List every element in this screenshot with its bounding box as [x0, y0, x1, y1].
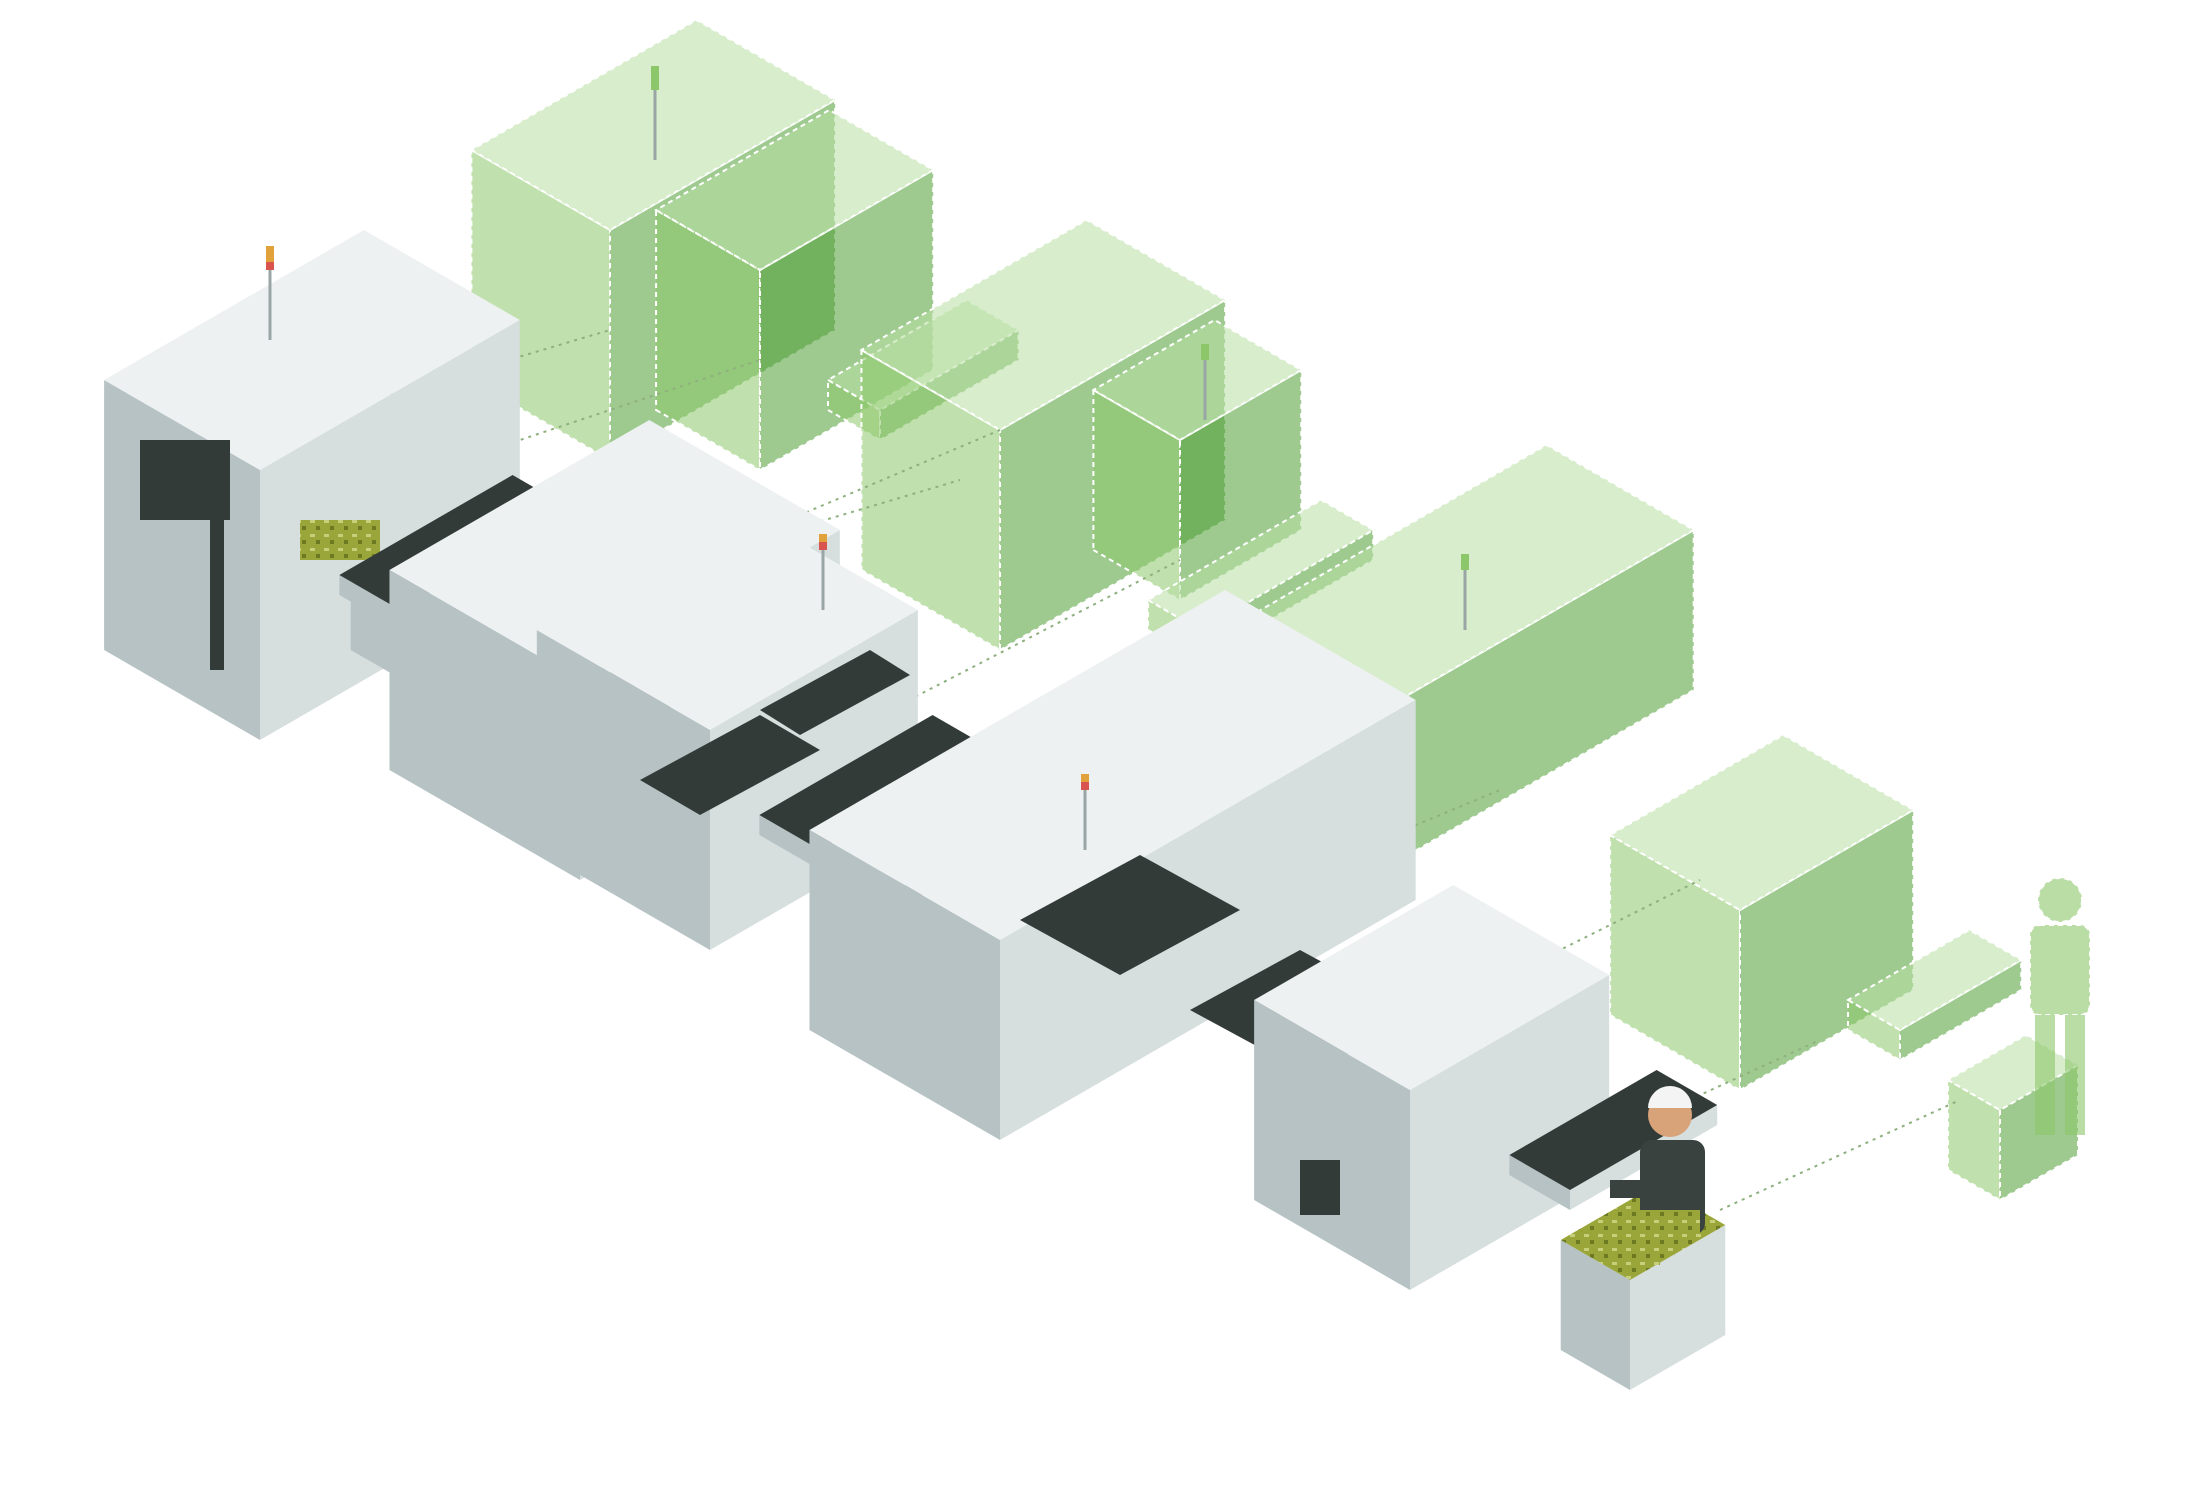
tower-light: [1461, 562, 1469, 570]
tower-light: [819, 542, 827, 550]
box-left-face: [389, 570, 580, 880]
box-top-face: [654, 108, 936, 272]
signal-tower-icon: [819, 534, 827, 610]
signal-tower-icon: [266, 246, 274, 340]
tower-light: [651, 82, 659, 90]
ghost-cart-icon: [1946, 1033, 2080, 1202]
tower-light: [1201, 344, 1209, 352]
box-left-face: [809, 830, 1000, 1140]
mounter-cover: [760, 650, 910, 735]
box-top-face: [104, 230, 520, 470]
connector-line: [1719, 1099, 1961, 1211]
pcb-board-icon: [1630, 1210, 1700, 1238]
ghost-printer-core: [654, 108, 936, 472]
tower-light: [651, 66, 659, 74]
pcb-board-icon: [1620, 1240, 1660, 1265]
tower-light: [1201, 352, 1209, 360]
box-left-face: [339, 575, 400, 630]
ghost-inspection: [1608, 733, 1916, 1092]
box-left-face: [536, 630, 710, 950]
inspection-machine: [1254, 885, 1610, 1290]
box-left-face: [1509, 1155, 1570, 1210]
box-top-face: [1254, 885, 1610, 1090]
box-left-face: [759, 815, 820, 870]
monitor-icon: [1300, 1160, 1340, 1215]
box-top-face: [1846, 928, 2024, 1032]
mounter-cover: [640, 715, 820, 815]
ghost-leg: [2035, 1015, 2055, 1135]
tower-light: [1461, 554, 1469, 562]
box-left-face: [1560, 1240, 1630, 1390]
box-top-face: [1608, 733, 1916, 912]
box-front-face: [1630, 1225, 1726, 1390]
oven-cover: [1020, 855, 1240, 975]
tower-light: [266, 246, 274, 254]
box-left-face: [1847, 998, 1901, 1062]
operator-arm: [1610, 1180, 1670, 1198]
signal-tower-icon: [651, 66, 659, 160]
signal-tower-icon: [1461, 554, 1469, 630]
box-top-face: [809, 590, 1416, 940]
pcb-board-icon: [300, 520, 380, 560]
real-production-line: [104, 230, 1726, 1390]
box-left-face: [1254, 1000, 1410, 1290]
tower-light: [266, 262, 274, 270]
box-top-face: [469, 18, 838, 232]
box-left-face: [1092, 388, 1181, 602]
operator-helmet: [1648, 1086, 1692, 1108]
ghost-conveyor: [1846, 928, 2024, 1062]
box-left-face: [1609, 833, 1741, 1092]
box-front-face: [1899, 958, 2023, 1062]
operator-icon: [1610, 1086, 1705, 1238]
box-top-face: [859, 218, 1228, 432]
operator-icon: [2029, 877, 2091, 1135]
tower-light: [1081, 782, 1089, 790]
ghost-head: [2037, 877, 2083, 923]
tower-light: [819, 534, 827, 542]
box-left-face: [1947, 1078, 2001, 1202]
ghost-body: [2029, 924, 2091, 1016]
box-top-face: [1091, 318, 1304, 442]
printer-door-trim: [210, 500, 224, 670]
connector-line: [879, 559, 1181, 716]
tower-light: [266, 254, 274, 262]
tower-light: [651, 74, 659, 82]
connector-line: [689, 479, 961, 561]
box-front-face: [1410, 975, 1610, 1290]
ghost-leg: [2065, 1015, 2085, 1135]
box-front-face: [260, 320, 520, 740]
box-top-face: [759, 715, 994, 850]
box-top-face: [389, 420, 840, 680]
ghost-production-line: [469, 18, 2091, 1202]
tower-light: [1081, 774, 1089, 782]
signal-tower-icon: [1081, 774, 1089, 850]
signal-tower-icon: [1201, 344, 1209, 420]
